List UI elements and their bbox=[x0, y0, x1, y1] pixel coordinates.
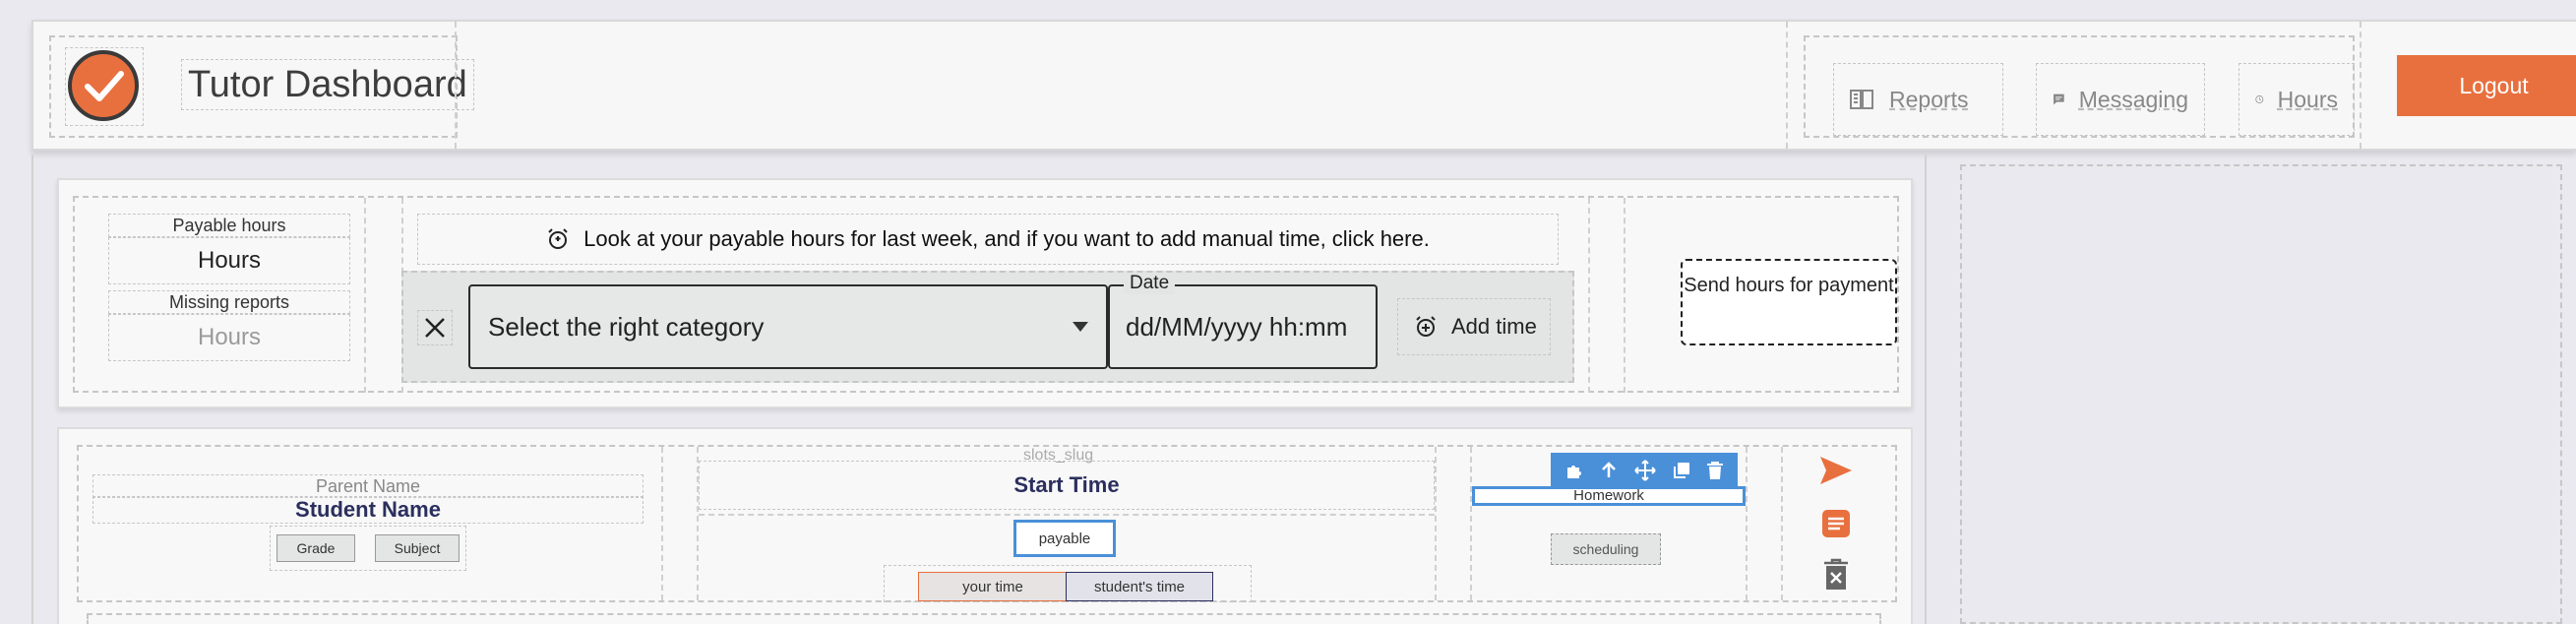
scheduling-chip[interactable]: scheduling bbox=[1551, 533, 1661, 565]
add-time-label: Add time bbox=[1451, 314, 1537, 339]
dropdown-arrow-icon bbox=[1073, 322, 1088, 332]
student-divider bbox=[661, 447, 663, 600]
student-chips: Grade Subject bbox=[270, 526, 466, 571]
trash-icon[interactable] bbox=[1706, 461, 1724, 480]
puzzle-icon[interactable] bbox=[1564, 461, 1584, 480]
slot-right-divider bbox=[1435, 447, 1437, 600]
manual-time-info[interactable]: Look at your payable hours for last week… bbox=[417, 214, 1559, 265]
manual-time-entry-row: Select the right category dd/MM/yyyy hh:… bbox=[401, 271, 1574, 383]
chat-icon bbox=[2054, 94, 2064, 105]
student-name: Student Name bbox=[92, 496, 644, 524]
clock-icon bbox=[2255, 95, 2264, 103]
add-time-button[interactable]: Add time bbox=[1397, 298, 1551, 355]
send-icon bbox=[1820, 457, 1852, 484]
parent-name: Parent Name bbox=[92, 474, 644, 498]
main-column bbox=[31, 155, 1927, 624]
app-title: Tutor Dashboard bbox=[181, 59, 474, 110]
nav-messaging-link[interactable]: Messaging bbox=[2036, 63, 2205, 136]
entry-divider bbox=[1588, 198, 1590, 393]
copy-icon[interactable] bbox=[1672, 461, 1691, 480]
date-input-placeholder: dd/MM/yyyy hh:mm bbox=[1126, 311, 1348, 342]
subject-chip[interactable]: Subject bbox=[375, 534, 460, 562]
nav-bar: Reports Messaging Hours bbox=[1804, 35, 2355, 138]
close-icon bbox=[425, 318, 445, 338]
delete-box-icon bbox=[1824, 558, 1848, 590]
alarm-add-icon bbox=[1416, 316, 1436, 337]
date-field-label: Date bbox=[1124, 273, 1176, 294]
nav-divider-2 bbox=[2360, 22, 2361, 149]
nav-reports-label: Reports bbox=[1889, 86, 1969, 112]
nav-messaging-label: Messaging bbox=[2078, 86, 2188, 112]
time-chips: your time student's time bbox=[884, 565, 1252, 602]
date-input[interactable]: dd/MM/yyyy hh:mm bbox=[1108, 284, 1378, 369]
nav-divider bbox=[1786, 22, 1788, 149]
move-icon[interactable] bbox=[1634, 460, 1656, 481]
check-logo-icon bbox=[65, 47, 144, 126]
manual-time-info-text: Look at your payable hours for last week… bbox=[583, 226, 1430, 251]
clear-button[interactable] bbox=[417, 310, 453, 345]
homework-left-divider bbox=[1470, 447, 1472, 600]
top-header: Tutor Dashboard Reports Messaging Hours … bbox=[31, 20, 2576, 151]
missing-reports-value: Hours bbox=[108, 314, 350, 361]
notes-icon bbox=[1822, 510, 1850, 537]
notes-button[interactable] bbox=[1816, 504, 1856, 543]
book-icon bbox=[1850, 90, 1873, 109]
logout-button[interactable]: Logout bbox=[2397, 55, 2576, 116]
block-toolbar bbox=[1551, 453, 1738, 488]
students-time-chip[interactable]: student's time bbox=[1066, 572, 1213, 601]
student-divider-2 bbox=[697, 447, 699, 600]
nav-reports-link[interactable]: Reports bbox=[1833, 63, 2003, 136]
start-time: Start Time bbox=[699, 461, 1435, 510]
slot-divider bbox=[699, 514, 1435, 516]
slots-slug-label: slots_slug bbox=[1023, 447, 1094, 464]
grade-chip[interactable]: Grade bbox=[276, 534, 355, 562]
homework-right-divider bbox=[1746, 447, 1748, 600]
category-select[interactable]: Select the right category bbox=[468, 284, 1108, 369]
nav-hours-link[interactable]: Hours bbox=[2239, 63, 2355, 136]
homework-field[interactable]: Homework bbox=[1472, 486, 1746, 506]
missing-reports-label: Missing reports bbox=[108, 290, 350, 314]
actions-divider bbox=[1781, 447, 1783, 600]
hours-card: Payable hours Hours Missing reports Hour… bbox=[57, 178, 1913, 408]
brand-block: Tutor Dashboard bbox=[49, 35, 474, 138]
send-hours-button[interactable]: Send hours for payment bbox=[1681, 259, 1897, 345]
delete-button[interactable] bbox=[1816, 555, 1856, 594]
category-select-value: Select the right category bbox=[488, 311, 765, 342]
your-time-chip[interactable]: your time bbox=[918, 572, 1068, 601]
payable-chip[interactable]: payable bbox=[1013, 520, 1116, 557]
nav-hours-label: Hours bbox=[2277, 86, 2338, 112]
stats-divider bbox=[364, 198, 366, 393]
next-student-row bbox=[87, 613, 1881, 624]
entry-divider-2 bbox=[1624, 198, 1625, 393]
payable-hours-value: Hours bbox=[108, 237, 350, 284]
alarm-clock-icon bbox=[548, 228, 568, 249]
right-side-panel bbox=[1960, 164, 2562, 624]
send-button[interactable] bbox=[1816, 451, 1856, 490]
arrow-up-icon[interactable] bbox=[1599, 461, 1619, 480]
hours-card-inner: Payable hours Hours Missing reports Hour… bbox=[73, 196, 1899, 393]
payable-hours-label: Payable hours bbox=[108, 214, 350, 237]
student-card: Parent Name Student Name Grade Subject s… bbox=[57, 427, 1913, 624]
student-row: Parent Name Student Name Grade Subject s… bbox=[77, 445, 1897, 602]
header-divider bbox=[455, 22, 457, 149]
